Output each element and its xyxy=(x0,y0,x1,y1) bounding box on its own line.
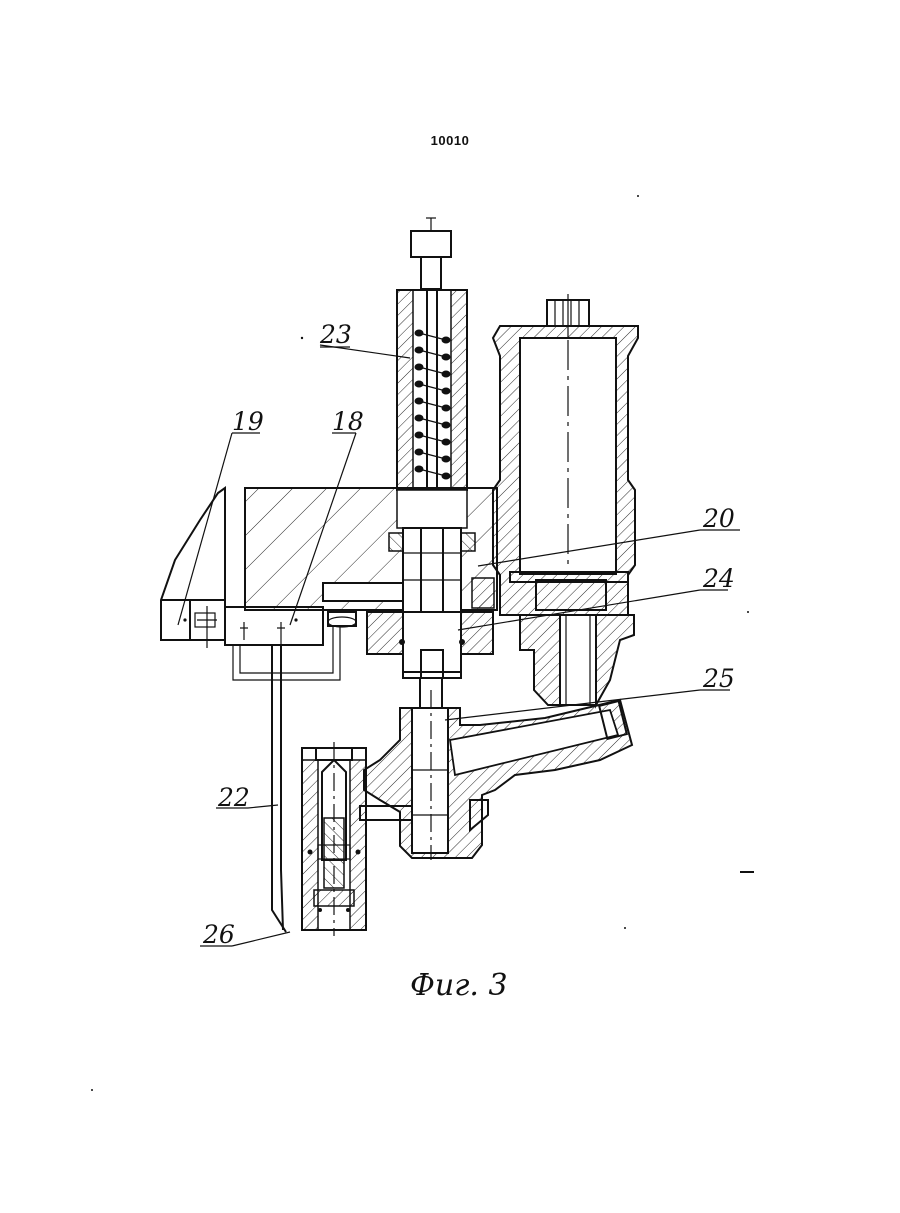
callout-23: 23 xyxy=(319,320,352,349)
left-bracket xyxy=(161,488,225,648)
callout-24: 24 xyxy=(702,564,735,593)
sensor-block xyxy=(225,607,340,932)
callout-19: 19 xyxy=(232,407,264,436)
callout-25: 25 xyxy=(702,664,735,693)
callout-26: 26 xyxy=(202,920,235,949)
callout-18: 18 xyxy=(332,407,364,436)
lower-valve-assembly xyxy=(302,742,366,936)
main-body-block xyxy=(245,488,497,678)
callout-20: 20 xyxy=(702,504,735,533)
figure-caption: Фиг. 3 xyxy=(410,968,508,1003)
callout-22: 22 xyxy=(217,783,250,812)
bracket-screw xyxy=(195,606,217,648)
pneumatic-cylinder xyxy=(493,294,638,705)
